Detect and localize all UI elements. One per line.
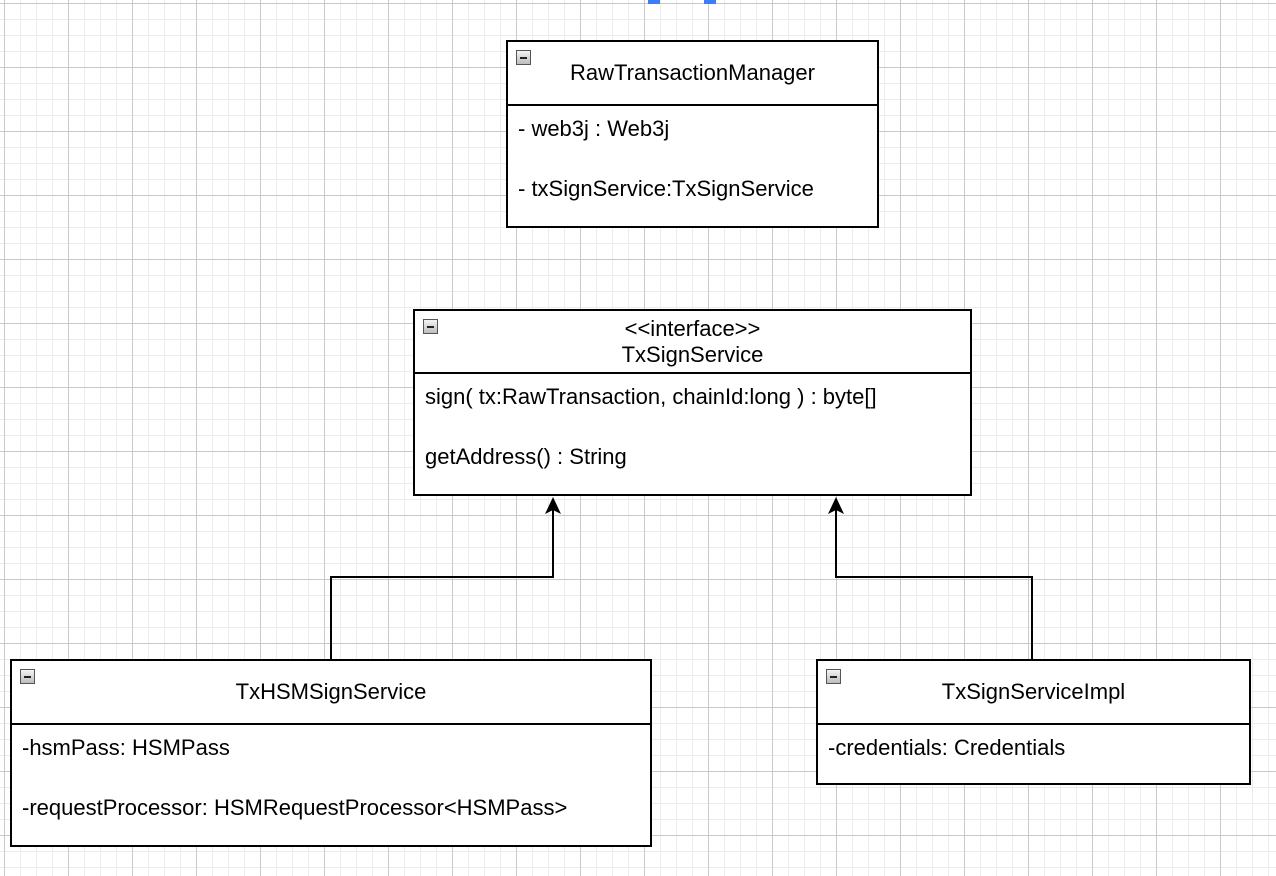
class-tx-sign-service-impl[interactable]: TxSignServiceImpl -credentials: Credenti… xyxy=(816,659,1251,785)
selection-handle[interactable] xyxy=(704,0,716,4)
attribute-credentials[interactable]: -credentials: Credentials xyxy=(828,735,1066,760)
selection-handle[interactable] xyxy=(648,0,660,4)
class-operations: sign( tx:RawTransaction, chainId:long ) … xyxy=(415,374,970,472)
class-header: <<interface>> TxSignService xyxy=(415,311,970,374)
class-stereotype: <<interface>> xyxy=(624,315,761,341)
class-header: RawTransactionManager xyxy=(508,42,877,106)
attribute-web3j[interactable]: - web3j : Web3j xyxy=(518,116,670,141)
operation-get-address[interactable]: getAddress() : String xyxy=(425,444,627,469)
class-name: TxSignService xyxy=(621,341,764,367)
operation-sign[interactable]: sign( tx:RawTransaction, chainId:long ) … xyxy=(425,384,877,409)
collapse-icon[interactable] xyxy=(20,669,35,684)
class-name: TxHSMSignService xyxy=(235,679,427,704)
arrowhead-icon xyxy=(828,497,844,514)
class-attributes: -credentials: Credentials xyxy=(818,725,1249,763)
class-name: RawTransactionManager xyxy=(570,60,815,85)
collapse-icon[interactable] xyxy=(423,319,438,334)
class-tx-hsm-sign-service[interactable]: TxHSMSignService -hsmPass: HSMPass -requ… xyxy=(10,659,652,847)
attribute-hsm-pass[interactable]: -hsmPass: HSMPass xyxy=(22,735,230,760)
arrowhead-icon xyxy=(545,497,561,514)
class-attributes: - web3j : Web3j - txSignService:TxSignSe… xyxy=(508,106,877,204)
relation-line-hsm-to-interface[interactable] xyxy=(330,510,554,660)
class-raw-transaction-manager[interactable]: RawTransactionManager - web3j : Web3j - … xyxy=(506,40,879,228)
relation-line-impl-to-interface[interactable] xyxy=(835,510,1033,660)
attribute-request-processor[interactable]: -requestProcessor: HSMRequestProcessor<H… xyxy=(22,795,568,820)
collapse-icon[interactable] xyxy=(516,50,531,65)
class-header: TxHSMSignService xyxy=(12,661,650,725)
class-header: TxSignServiceImpl xyxy=(818,661,1249,725)
class-attributes: -hsmPass: HSMPass -requestProcessor: HSM… xyxy=(12,725,650,823)
collapse-icon[interactable] xyxy=(826,669,841,684)
class-name: TxSignServiceImpl xyxy=(941,679,1126,704)
attribute-tx-sign-service[interactable]: - txSignService:TxSignService xyxy=(518,176,814,201)
interface-tx-sign-service[interactable]: <<interface>> TxSignService sign( tx:Raw… xyxy=(413,309,972,496)
